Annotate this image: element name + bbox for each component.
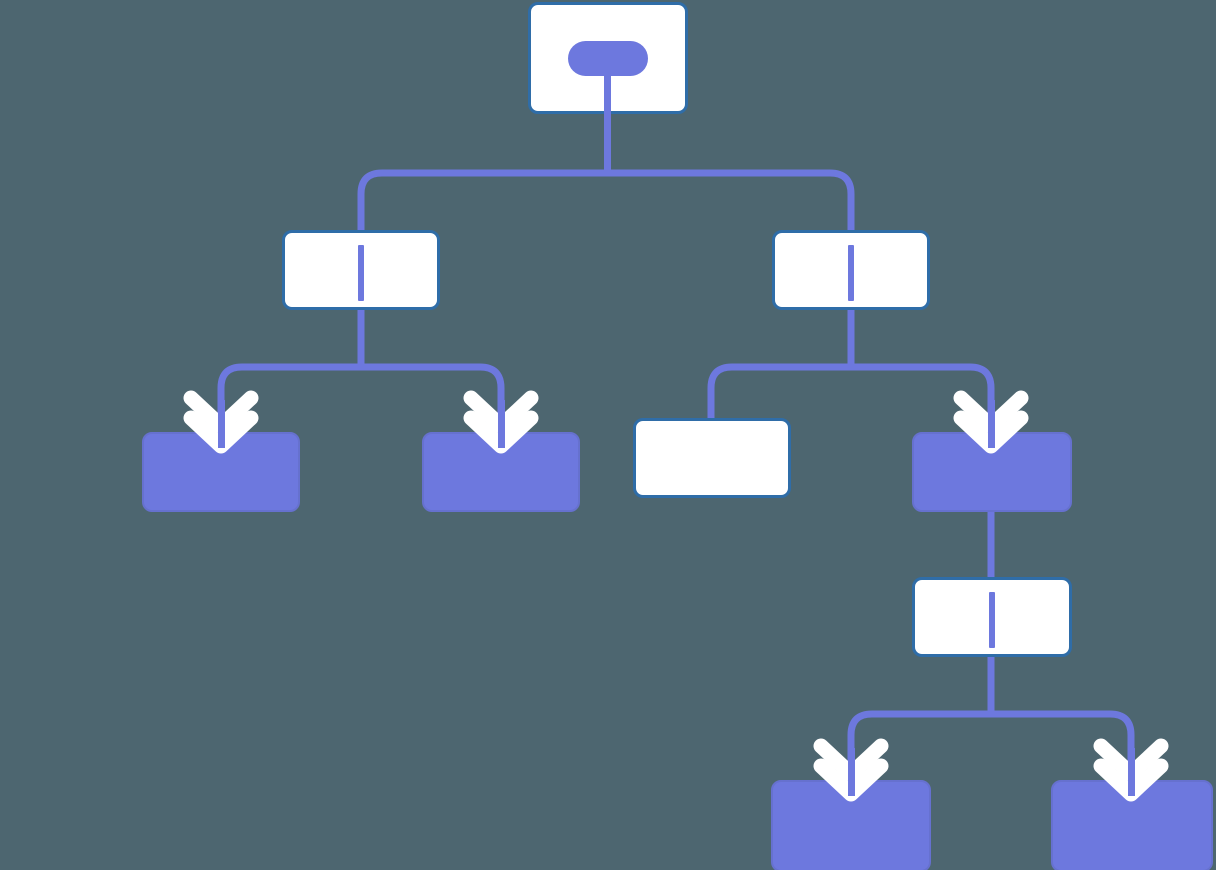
- node-level1-left[interactable]: [282, 230, 440, 310]
- node-level3-white[interactable]: [912, 577, 1072, 657]
- node-leaf-4[interactable]: [1051, 780, 1213, 870]
- node-leaf-1[interactable]: [142, 432, 300, 512]
- node-inner-bar: [848, 245, 854, 301]
- node-empty-white[interactable]: [633, 418, 791, 498]
- node-inner-bar: [989, 592, 995, 648]
- root-stem-line: [604, 63, 611, 116]
- node-leaf-2[interactable]: [422, 432, 580, 512]
- node-branch-purple[interactable]: [912, 432, 1072, 512]
- node-inner-bar: [358, 245, 364, 301]
- node-leaf-3[interactable]: [771, 780, 931, 870]
- node-level1-right[interactable]: [772, 230, 930, 310]
